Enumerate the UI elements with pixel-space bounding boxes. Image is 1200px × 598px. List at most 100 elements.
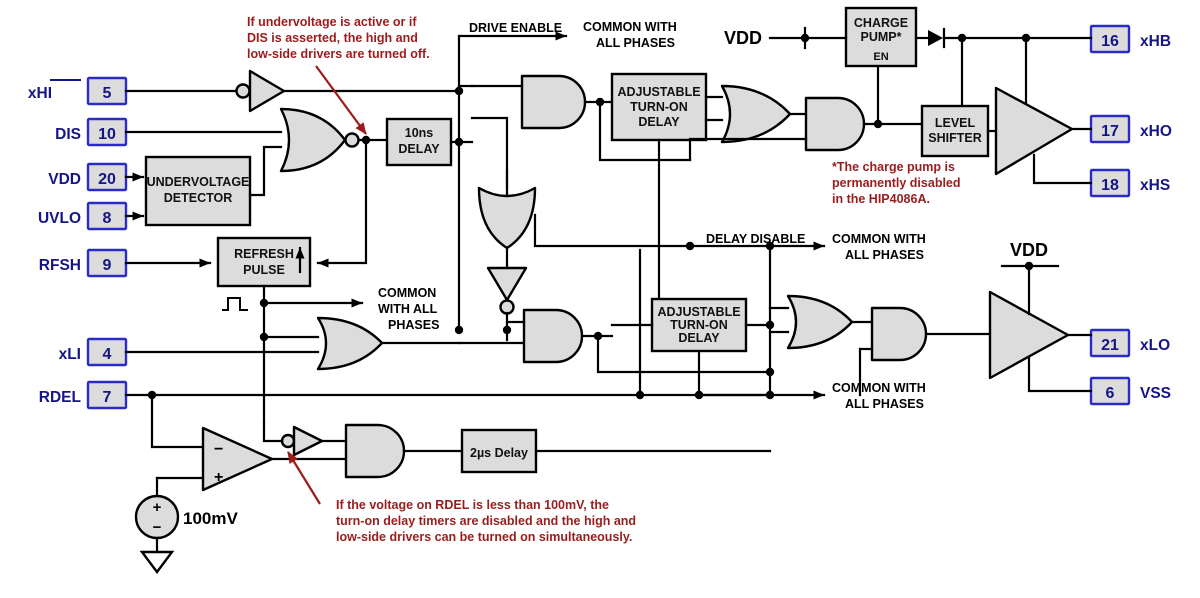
block-label-line3: DELAY — [638, 115, 680, 129]
pin-label: VDD — [48, 171, 81, 188]
pin-label: xHS — [1140, 177, 1170, 194]
ground-symbol — [139, 550, 175, 574]
comparator-rdel: − + — [201, 426, 274, 492]
block-label-line2: PUMP* — [861, 30, 902, 44]
block-label-line1: REFRESH — [234, 247, 294, 261]
gate-or-vertical — [477, 186, 537, 250]
input-pin-rdel[interactable]: 7 RDEL — [39, 380, 128, 410]
junction-vdd-lo — [1024, 261, 1034, 271]
block-label-line1: LEVEL — [935, 116, 976, 130]
input-pin-xli[interactable]: 4 xLI — [59, 337, 128, 367]
block-2us-delay: 2µs Delay — [460, 428, 538, 474]
wire-uv-to-nor — [248, 145, 283, 197]
pin-number: 4 — [103, 346, 112, 363]
block-label-line3: DELAY — [678, 331, 720, 345]
label-common-right-2: ALL PHASES — [845, 248, 924, 262]
pin-label: xLI — [59, 346, 81, 363]
pin-label: UVLO — [38, 210, 81, 227]
diode-bootstrap — [914, 27, 1093, 49]
pin-number: 10 — [98, 126, 116, 143]
note-charge-pump: *The charge pump is permanently disabled… — [832, 160, 961, 206]
comparator-plus-label: + — [214, 469, 223, 486]
input-pin-dis[interactable]: 10 DIS — [55, 117, 128, 147]
block-sublabel: EN — [873, 51, 888, 63]
junction-dd-4 — [765, 367, 775, 377]
gate-inverter-vertical — [486, 266, 528, 315]
label-common-mid-3: PHASES — [388, 318, 439, 332]
label-vdd-charge-pump: VDD — [724, 28, 762, 48]
wire-rdel-to-comp — [150, 393, 205, 449]
gate-and-high-side — [520, 74, 587, 130]
pin-number: 9 — [103, 257, 112, 274]
pin-label: xLO — [1140, 337, 1170, 354]
output-pin-xhb[interactable]: 16 xHB — [1089, 24, 1171, 54]
gate-and-rdel — [344, 423, 406, 479]
gate-inverter-rdel — [280, 425, 324, 457]
block-label-line2: PULSE — [243, 263, 285, 277]
block-refresh-pulse: REFRESH PULSE — [216, 236, 312, 288]
block-label-line1: CHARGE — [854, 16, 908, 30]
comparator-minus-label: − — [214, 441, 223, 458]
input-pin-rfsh[interactable]: 9 RFSH — [39, 248, 128, 278]
block-label-line1: 2µs Delay — [470, 446, 528, 460]
output-pin-xho[interactable]: 17 xHO — [1089, 114, 1172, 144]
label-common-bot-2: ALL PHASES — [845, 397, 924, 411]
junction-de-3 — [454, 325, 464, 335]
junction-dd-3 — [765, 320, 775, 330]
wire-nor-to-refresh — [316, 138, 368, 268]
input-pin-xhi[interactable]: 5 xHI — [28, 76, 128, 106]
pin-number: 6 — [1106, 385, 1115, 402]
pin-number: 20 — [98, 171, 116, 188]
label-common-mid-2: WITH ALL — [378, 302, 438, 316]
gate-inverter-xhi — [235, 69, 286, 113]
label-common-top-1: COMMON WITH — [583, 20, 677, 34]
pin-number: 8 — [103, 210, 112, 227]
pin-label: xHB — [1140, 33, 1171, 50]
wire-refresh-to-inv — [262, 420, 284, 443]
pin-label: RDEL — [39, 389, 81, 406]
input-pin-uvlo[interactable]: 8 UVLO — [38, 201, 128, 231]
output-pin-vss[interactable]: 6 VSS — [1089, 376, 1171, 406]
label-common-top-2: ALL PHASES — [596, 36, 675, 50]
block-label-line2: TURN-ON — [630, 100, 688, 114]
label-common-right-1: COMMON WITH — [832, 232, 926, 246]
pin-label: xHO — [1140, 123, 1172, 140]
pin-label: DIS — [55, 126, 81, 143]
block-label-line2: SHIFTER — [928, 131, 981, 145]
source-plus: + — [153, 499, 162, 516]
input-pin-vdd[interactable]: 20 VDD — [48, 162, 128, 192]
label-delay-disable: DELAY DISABLE — [706, 232, 805, 246]
annotation-arrow-undervoltage — [315, 65, 367, 135]
output-pin-xlo[interactable]: 21 xLO — [1089, 328, 1170, 358]
output-pin-xhs[interactable]: 18 xHS — [1089, 168, 1170, 198]
block-label-line2: DELAY — [398, 142, 440, 156]
pin-label: xHI — [28, 85, 52, 102]
label-drive-enable: DRIVE ENABLE — [469, 21, 562, 35]
label-vdd-low-driver: VDD — [1010, 240, 1048, 260]
block-label-line1: UNDERVOLTAGE — [147, 175, 250, 189]
annotation-arrow-rdel — [287, 451, 321, 505]
note-undervoltage: If undervoltage is active or if DIS is a… — [247, 15, 430, 61]
block-charge-pump: CHARGE PUMP* EN — [844, 6, 918, 68]
label-common-mid-1: COMMON — [378, 286, 436, 300]
diode-triangle — [928, 30, 943, 46]
block-label-line1: ADJUSTABLE — [657, 305, 740, 319]
wire-and-lo-bypass — [596, 334, 772, 374]
pin-number: 16 — [1101, 33, 1119, 50]
pin-number: 18 — [1101, 177, 1119, 194]
block-adjustable-turnon-delay-low: ADJUSTABLE TURN-ON DELAY — [650, 297, 748, 353]
junction-inv-vert — [502, 325, 512, 335]
wire-driver-hi-src — [1032, 153, 1093, 185]
gate-nor-dis-uv — [279, 107, 360, 173]
block-10ns-delay: 10ns DELAY — [385, 117, 453, 167]
label-common-bot-1: COMMON WITH — [832, 381, 926, 395]
block-undervoltage-detector: UNDERVOLTAGE DETECTOR — [144, 155, 252, 227]
note-rdel: If the voltage on RDEL is less than 100m… — [336, 498, 637, 544]
block-label-line2: DETECTOR — [164, 191, 233, 205]
pin-label: VSS — [1140, 385, 1171, 402]
block-label-line2: TURN-ON — [670, 318, 728, 332]
label-reference-voltage: 100mV — [183, 509, 238, 528]
wire-driver-lo-src — [1027, 355, 1093, 393]
